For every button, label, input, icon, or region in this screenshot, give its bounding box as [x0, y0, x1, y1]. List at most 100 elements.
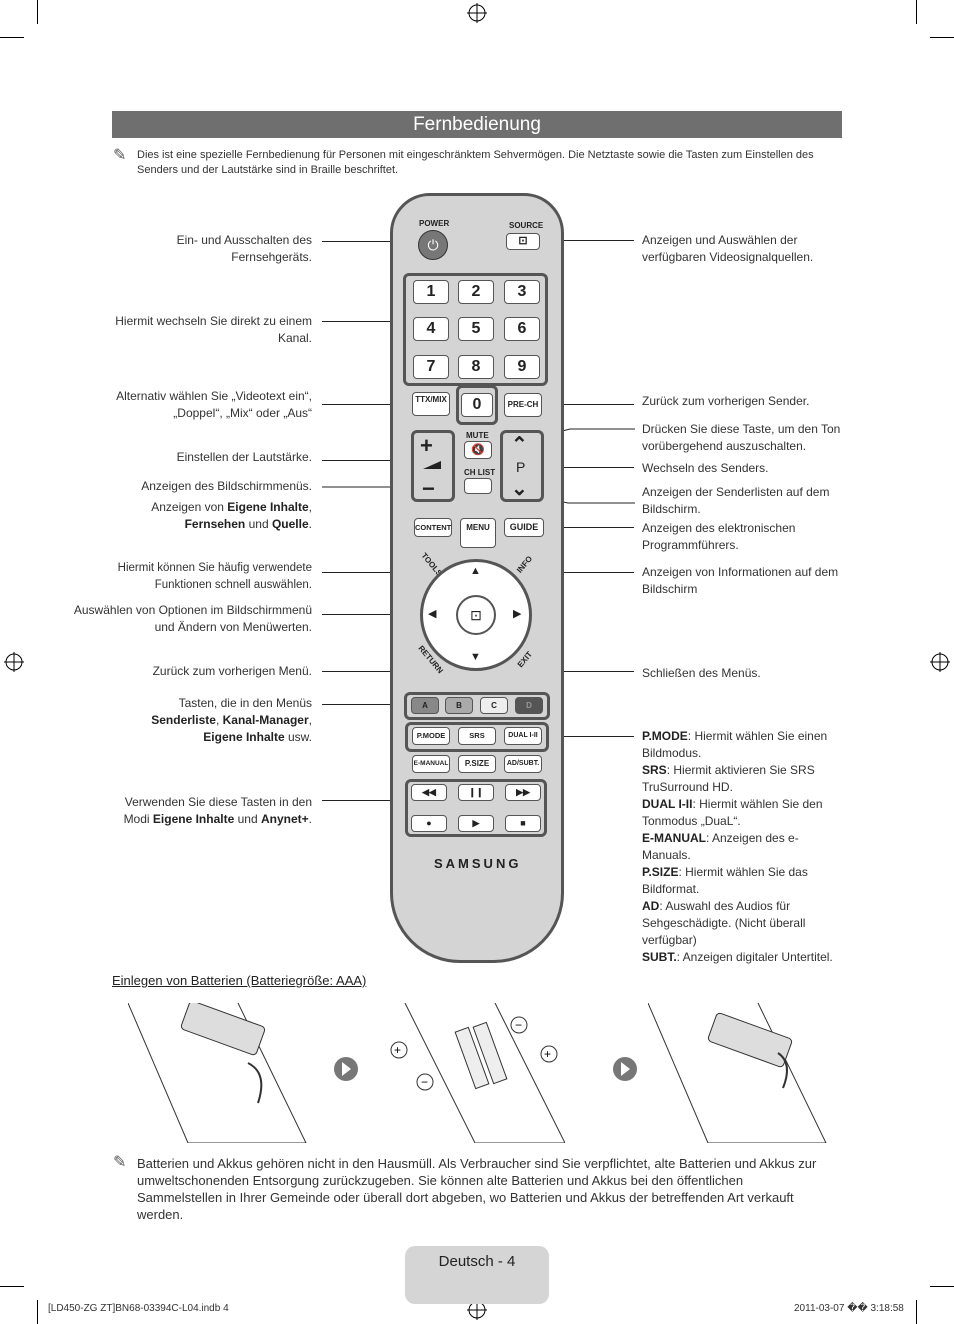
content-button[interactable]: CONTENT — [414, 518, 452, 537]
pre-ch-button[interactable]: PRE-CH — [504, 393, 542, 417]
func-ad: AD: Auswahl des Audios für Sehgeschädigt… — [642, 899, 806, 947]
fast-forward-button[interactable]: ▶▶ — [505, 784, 541, 801]
arrow-right-icon — [334, 1057, 358, 1081]
registration-mark-icon — [930, 652, 950, 672]
digit-8[interactable]: 8 — [458, 355, 494, 379]
label-source: Anzeigen und Auswählen der verfügbaren V… — [642, 233, 814, 264]
leader-line — [322, 572, 412, 573]
media-buttons-group — [405, 779, 547, 837]
battery-note: Batterien und Akkus gehören nicht in den… — [137, 1156, 817, 1222]
ttx-mix-button[interactable]: TTX/MIX — [412, 392, 450, 416]
menu-button[interactable]: MENU — [460, 518, 496, 548]
ttx-label: TTX/MIX — [415, 395, 447, 404]
crop-mark — [0, 1286, 24, 1287]
srs-button[interactable]: SRS — [458, 727, 496, 745]
pause-button[interactable]: ❙❙ — [458, 784, 494, 801]
stop-button[interactable]: ■ — [505, 815, 541, 832]
leader-line — [322, 321, 404, 322]
source-button[interactable]: ⊡ — [506, 233, 540, 250]
right-arrow-button[interactable]: ▶ — [513, 608, 522, 620]
registration-mark-icon — [467, 3, 487, 23]
dual-button[interactable]: DUAL I-II — [504, 727, 542, 745]
channel-group — [500, 430, 544, 502]
svg-text:+: + — [394, 1043, 401, 1057]
digit-1[interactable]: 1 — [413, 280, 449, 304]
digit-0[interactable]: 0 — [461, 393, 493, 417]
button-b[interactable]: B — [445, 697, 473, 714]
digit-3[interactable]: 3 — [504, 280, 540, 304]
print-info-left: [LD450-ZG ZT]BN68-03394C-L04.indb 4 — [48, 1303, 229, 1314]
function-buttons-group — [405, 722, 549, 752]
chlist-button[interactable] — [464, 478, 492, 494]
dpad — [420, 559, 532, 671]
crop-mark — [930, 1286, 954, 1287]
enter-button[interactable]: ⊡ — [456, 595, 496, 635]
up-arrow-button[interactable]: ▲ — [470, 565, 481, 577]
arrow-right-icon — [613, 1057, 637, 1081]
button-d[interactable]: D — [515, 697, 543, 714]
button-c[interactable]: C — [480, 697, 508, 714]
channel-up-button[interactable]: ⌃ — [511, 434, 528, 456]
crop-mark — [916, 0, 917, 24]
down-arrow-button[interactable]: ▼ — [470, 651, 481, 663]
mute-button[interactable]: 🔇 — [464, 441, 492, 459]
digit-7[interactable]: 7 — [413, 355, 449, 379]
leader-line — [322, 460, 414, 461]
left-arrow-button[interactable]: ◀ — [428, 608, 437, 620]
func-pmode: P.MODE: Hiermit wählen Sie einen Bildmod… — [642, 729, 828, 760]
volume-down-button[interactable]: − — [422, 476, 435, 501]
registration-mark-icon — [4, 652, 24, 672]
channel-down-button[interactable]: ⌄ — [511, 478, 528, 500]
battery-heading: Einlegen von Batterien (Batteriegröße: A… — [112, 973, 367, 988]
pmode-button[interactable]: P.MODE — [412, 727, 450, 745]
button-a[interactable]: A — [411, 697, 439, 714]
label-tools: Hiermit können Sie häufig verwendete Fun… — [117, 562, 312, 591]
label-info: Anzeigen von Informationen auf dem Bilds… — [642, 565, 839, 596]
leader-line — [546, 572, 634, 573]
source-label: SOURCE — [509, 221, 544, 230]
func-srs: SRS: Hiermit aktivieren Sie SRS TruSurro… — [642, 763, 815, 794]
rewind-button[interactable]: ◀◀ — [411, 784, 447, 801]
crop-mark — [916, 1300, 917, 1324]
volume-up-button[interactable]: + — [420, 433, 433, 458]
digit-5[interactable]: 5 — [458, 317, 494, 341]
source-icon: ⊡ — [518, 235, 528, 247]
adsubt-button[interactable]: AD/SUBT. — [504, 755, 542, 773]
svg-text:−: − — [421, 1075, 428, 1089]
volume-group — [411, 430, 455, 502]
digit-4[interactable]: 4 — [413, 317, 449, 341]
func-dual: DUAL I-II: Hiermit wählen Sie den Tonmod… — [642, 797, 823, 828]
number-pad — [403, 273, 548, 386]
digit-9[interactable]: 9 — [504, 355, 540, 379]
leader-line — [322, 671, 414, 672]
crop-mark — [930, 37, 954, 38]
crop-mark — [37, 0, 38, 24]
power-button[interactable]: ⏻ — [418, 230, 448, 260]
label-exit: Schließen des Menüs. — [642, 666, 761, 680]
label-guide: Anzeigen des elektronischen Programmführ… — [642, 521, 796, 552]
emanual-button[interactable]: E-MANUAL — [412, 755, 450, 773]
power-icon: ⏻ — [427, 237, 439, 253]
guide-button[interactable]: GUIDE — [504, 518, 544, 537]
label-prech: Zurück zum vorherigen Sender. — [642, 394, 810, 408]
leader-line — [546, 671, 634, 672]
record-button[interactable]: ● — [411, 815, 447, 832]
func-subt: SUBT.: Anzeigen digitaler Untertitel. — [642, 950, 833, 964]
psize-button[interactable]: P.SIZE — [458, 755, 496, 773]
label-arrows: Auswählen von Optionen im Bildschirmmenü… — [73, 603, 312, 634]
digit-6[interactable]: 6 — [504, 317, 540, 341]
leader-line — [552, 736, 634, 737]
volume-icon — [423, 461, 441, 469]
play-button[interactable]: ▶ — [458, 815, 494, 832]
label-ttx: Alternativ wählen Sie „Videotext ein“, „… — [116, 389, 312, 420]
label-functions: P.MODE: Hiermit wählen Sie einen Bildmod… — [642, 728, 842, 966]
svg-text:+: + — [544, 1047, 551, 1061]
mute-icon: 🔇 — [471, 444, 485, 456]
digit-2[interactable]: 2 — [458, 280, 494, 304]
print-info-right: 2011-03-07 �� 3:18:58 — [794, 1303, 904, 1314]
enter-icon: ⊡ — [470, 607, 482, 623]
battery-step-3-illustration — [648, 1003, 827, 1143]
intro-note: Dies ist eine spezielle Fernbedienung fü… — [137, 149, 814, 176]
leader-line — [560, 404, 634, 405]
